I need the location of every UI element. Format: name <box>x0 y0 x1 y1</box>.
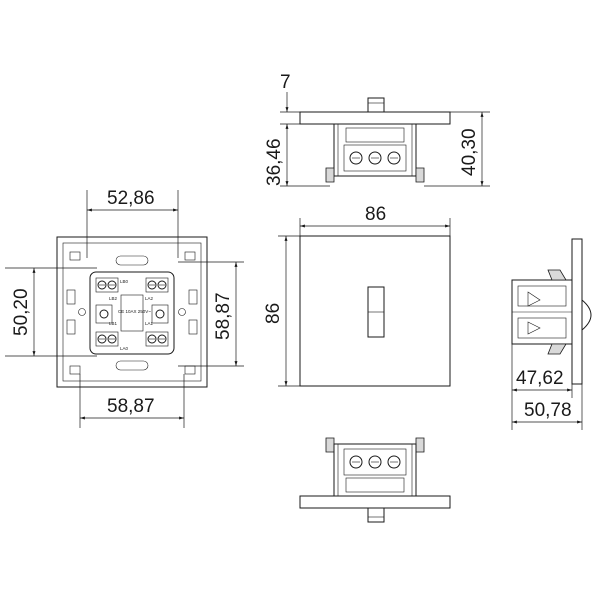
top-view-plate <box>299 111 451 125</box>
side-view-dimensions: 47,62 50,78 <box>511 330 583 430</box>
dim-mech-top-width: 52,86 <box>107 188 155 209</box>
side-view-rocker <box>581 299 592 331</box>
bottom-view-rocker <box>367 507 385 523</box>
mechanism-body <box>89 271 175 355</box>
bottom-view-plate <box>299 495 451 509</box>
dim-front-height: 86 <box>263 303 284 324</box>
top-view-claw-left <box>325 167 335 183</box>
dim-mech-left-height: 50,20 <box>11 288 32 336</box>
top-view-body <box>333 123 417 177</box>
mounting-slot-bottom <box>115 360 149 371</box>
dim-left-depth: 36,46 <box>264 138 285 186</box>
top-view-terminals <box>343 144 407 172</box>
mechanism-view: LB0 LB2 LA2 CE 10AX 250V~ LA1 LB1 LA0 <box>56 236 208 388</box>
top-view <box>299 97 451 183</box>
label-la0: LA0 <box>120 346 129 351</box>
label-lb2: LB2 <box>109 296 118 301</box>
dim-front-width: 86 <box>365 204 386 225</box>
dim-mech-right-height: 58,87 <box>213 292 234 340</box>
mechanism-frame-inner <box>62 242 202 382</box>
dim-side-inner-depth: 47,62 <box>516 368 564 389</box>
label-la1: LA1 <box>145 321 154 326</box>
label-la2: LA2 <box>145 296 154 301</box>
side-view <box>511 238 592 385</box>
label-lb0: LB0 <box>120 279 129 284</box>
mechanism-dimensions: 52,86 58,87 50,20 58,87 <box>5 188 244 428</box>
front-view <box>299 235 451 387</box>
label-lb1: LB1 <box>109 321 118 326</box>
mounting-slot-top <box>115 255 149 266</box>
dim-mech-bottom-width: 58,87 <box>107 396 155 417</box>
front-view-dimensions: 86 86 <box>263 204 451 387</box>
bottom-view <box>299 437 451 523</box>
dim-right-depth: 40,30 <box>459 128 480 176</box>
dim-side-total-depth: 50,78 <box>524 400 572 421</box>
side-view-plate <box>571 238 583 385</box>
bottom-view-body <box>333 443 417 497</box>
top-view-rocker <box>367 97 385 113</box>
dim-plate-thickness: 7 <box>280 72 291 93</box>
label-rating: CE 10AX 250V~ <box>118 309 151 314</box>
top-view-dimensions: 7 36,46 40,30 <box>264 72 490 187</box>
top-view-claw-right <box>415 167 425 183</box>
